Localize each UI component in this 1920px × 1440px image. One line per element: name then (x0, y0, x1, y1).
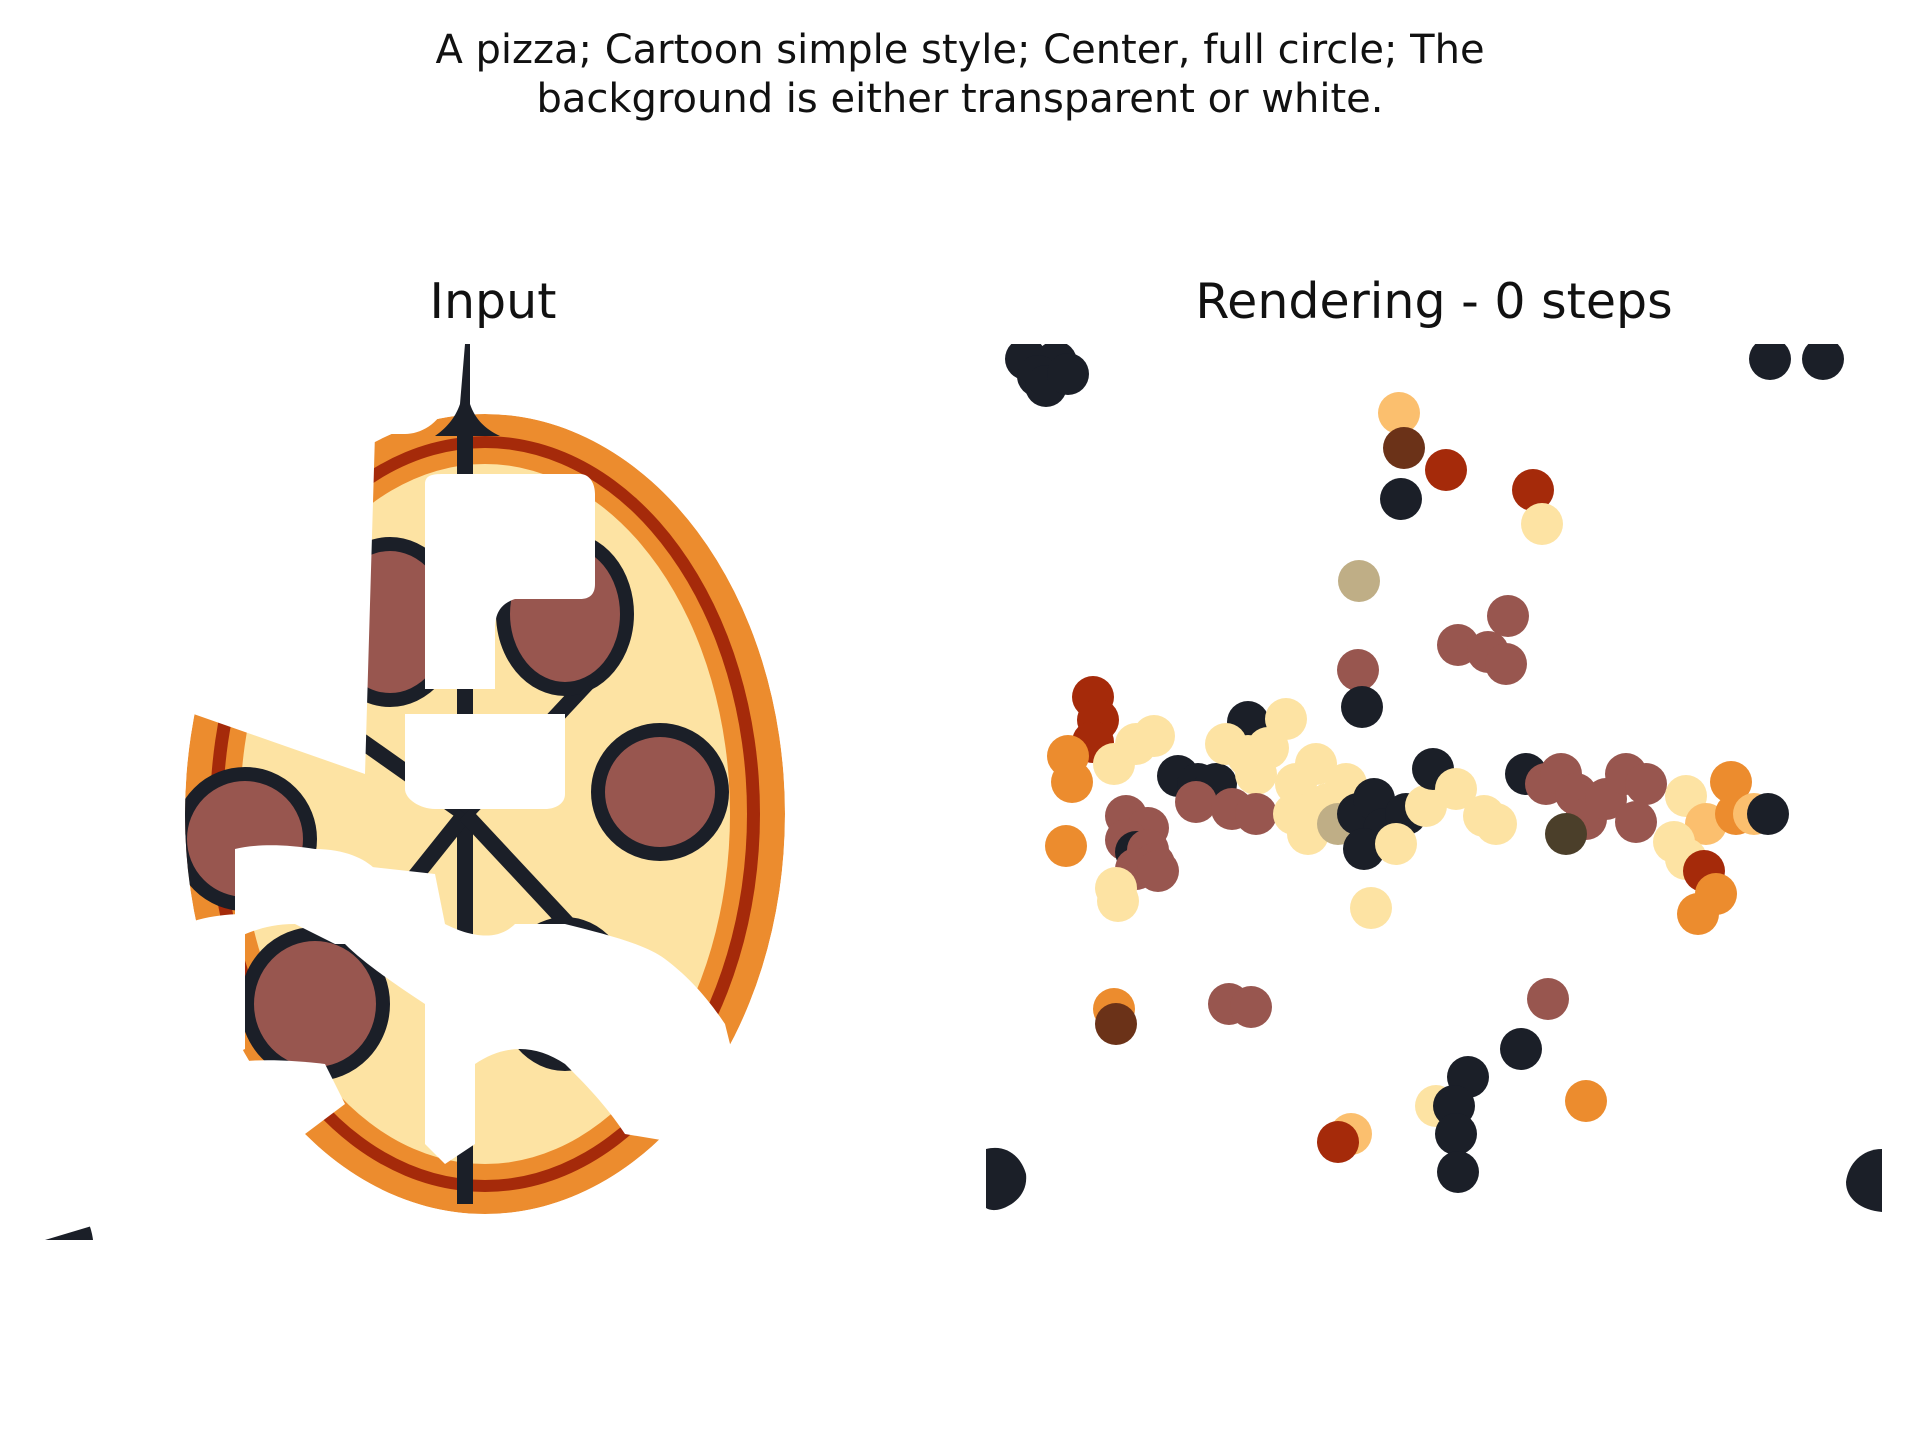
rendering-blob (1435, 768, 1477, 810)
rendering-blob (1047, 353, 1089, 395)
rendering-blob (1565, 1080, 1607, 1122)
rendering-panel-title: Rendering - 0 steps (1195, 273, 1673, 330)
rendering-blob (1380, 478, 1422, 520)
rendering-blob (1337, 649, 1379, 691)
rendering-blob (1545, 813, 1587, 855)
rendering-blob (1475, 803, 1517, 845)
rendering-blob (1097, 880, 1139, 922)
rendering-blob (1045, 825, 1087, 867)
pepperoni (591, 723, 729, 861)
rendering-blob (1383, 427, 1425, 469)
rendering-blob (1749, 344, 1791, 380)
rendering-blob (1175, 781, 1217, 823)
rendering-image (986, 344, 1882, 1240)
rendering-blob (1500, 1028, 1542, 1070)
rendering-blob (1137, 850, 1179, 892)
input-panel-title: Input (429, 273, 557, 330)
rendering-blob (1615, 801, 1657, 843)
rendering-blob (1317, 1121, 1359, 1163)
corner-blob (986, 1147, 1027, 1211)
rendering-blob (1295, 743, 1337, 785)
rendering-blob (1341, 686, 1383, 728)
input-pizza-image (45, 344, 941, 1240)
top-nub (435, 344, 500, 436)
rendering-blob (1425, 449, 1467, 491)
rendering-blob (1487, 595, 1529, 637)
rendering-blob (1521, 503, 1563, 545)
rendering-blob (1747, 793, 1789, 835)
rendering-blob (1710, 761, 1752, 803)
rendering-blob (1350, 887, 1392, 929)
rendering-blob (1343, 828, 1385, 870)
rendering-blob (1051, 761, 1093, 803)
corner-blob (1846, 1149, 1882, 1212)
figure-title-line-1: A pizza; Cartoon simple style; Center, f… (435, 27, 1485, 73)
rendering-blob (1133, 715, 1175, 757)
rendering-blob (1378, 392, 1420, 434)
rendering-blob (1512, 469, 1554, 511)
rendering-blob (1265, 698, 1307, 740)
rendering-blob (1437, 1151, 1479, 1193)
rendering-blob (1485, 643, 1527, 685)
rendering-blob (1095, 1003, 1137, 1045)
figure-title: A pizza; Cartoon simple style; Center, f… (0, 26, 1920, 124)
rendering-blob (1435, 1113, 1477, 1155)
input-image (45, 344, 941, 1240)
mask-patches (45, 344, 941, 1240)
figure-title-line-2: background is either transparent or whit… (536, 76, 1384, 122)
rendering-blob (1802, 344, 1844, 380)
rendering-blob (1230, 986, 1272, 1028)
rendering-blob (1625, 763, 1667, 805)
rendering-blob (1677, 893, 1719, 935)
rendering-blob (1235, 793, 1277, 835)
rendering-blob (1527, 978, 1569, 1020)
rendering-blob (1338, 560, 1380, 602)
rendering-scatter (986, 344, 1882, 1212)
rendering-blob (1375, 823, 1417, 865)
